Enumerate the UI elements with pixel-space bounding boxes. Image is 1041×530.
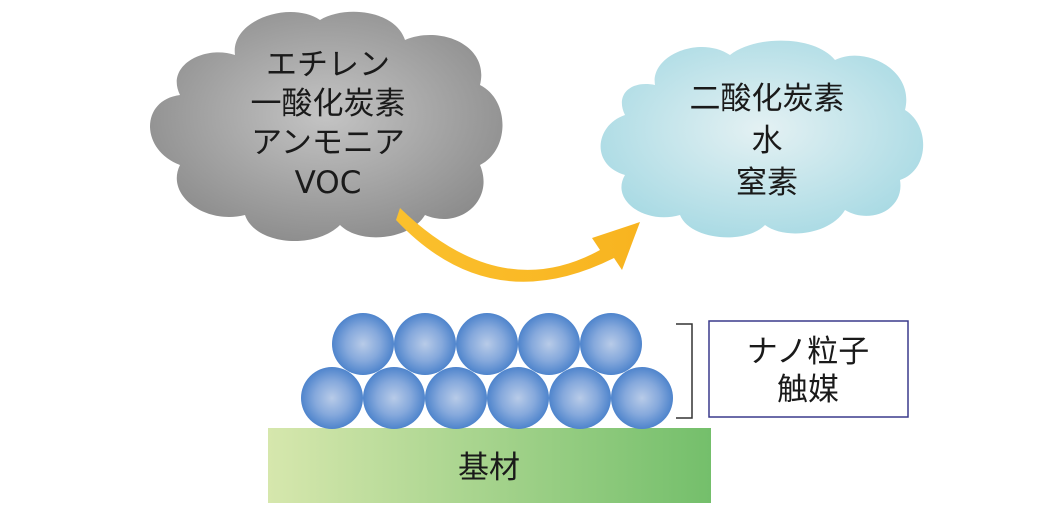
output-product-item: 窒素	[736, 165, 798, 201]
nanoparticle-layer	[301, 313, 673, 429]
reaction-arrow	[396, 208, 640, 282]
output-product-item: 二酸化炭素	[690, 81, 845, 117]
nanoparticle	[363, 367, 425, 429]
nanoparticle	[332, 313, 394, 375]
catalyst-bracket	[676, 323, 693, 419]
nanoparticle	[394, 313, 456, 375]
output-product-cloud	[600, 40, 924, 238]
input-gas-item: アンモニア	[251, 125, 405, 161]
input-gas-item: 一酸化炭素	[251, 86, 406, 122]
nanoparticle	[580, 313, 642, 375]
nanoparticle	[518, 313, 580, 375]
catalyst-label-line: ナノ粒子	[747, 334, 869, 370]
output-product-item: 水	[752, 123, 783, 159]
nanoparticle	[456, 313, 518, 375]
nanoparticle	[425, 367, 487, 429]
nanoparticle	[611, 367, 673, 429]
output-product-list: 二酸化炭素 水 窒素	[690, 81, 845, 201]
nanoparticle	[549, 367, 611, 429]
nanoparticle	[487, 367, 549, 429]
catalyst-label-box: ナノ粒子 触媒	[708, 320, 909, 418]
input-gas-item: エチレン	[266, 47, 390, 83]
input-gas-list: エチレン 一酸化炭素 アンモニア VOC	[251, 47, 406, 201]
input-gas-cloud	[150, 11, 503, 242]
nanoparticle	[301, 367, 363, 429]
substrate-label: 基材	[458, 450, 520, 486]
input-gas-item: VOC	[295, 165, 362, 201]
substrate: 基材	[268, 428, 711, 503]
catalyst-label-line: 触媒	[777, 372, 839, 408]
